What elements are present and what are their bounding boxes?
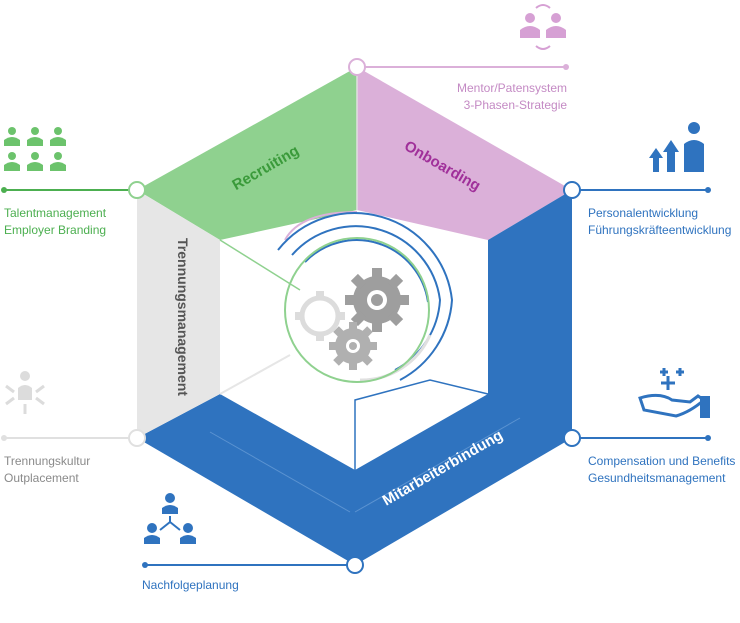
- arc-grey: [359, 334, 432, 382]
- mitarbeiterbindung-segment: [137, 190, 572, 565]
- mentor-line2: 3-Phasen-Strategie: [463, 98, 568, 112]
- succession-tree-icon: [144, 493, 196, 544]
- connector-dot-mentor: [563, 64, 569, 70]
- mentor-annotation: Mentor/Patensystem 3-Phasen-Strategie: [457, 80, 567, 114]
- trennungsmanagement-segment: [137, 190, 220, 438]
- inner-blue-line: [354, 379, 489, 470]
- connector-dot-compensation: [705, 435, 711, 441]
- vertex-bottom: [346, 556, 364, 574]
- personal-annotation: Personalentwicklung Führungskräfteentwic…: [588, 205, 731, 239]
- compensation-annotation: Compensation und Benefits Gesundheitsman…: [588, 453, 735, 487]
- person-arrows-icon: [5, 371, 45, 414]
- connector-dot-talent: [1, 187, 7, 193]
- hand-plus-icon: [638, 368, 710, 418]
- green-ring: [284, 237, 430, 383]
- connector-dot-nachfolge: [142, 562, 148, 568]
- gears-icon: [295, 268, 409, 370]
- trennung-line2: Outplacement: [4, 471, 79, 485]
- vertex-top: [348, 58, 366, 76]
- nachfolge-annotation: Nachfolgeplanung: [142, 577, 239, 594]
- vertex-top-left: [128, 181, 146, 199]
- talent-line1: Talentmanagement: [4, 206, 107, 220]
- talent-annotation: Talentmanagement Employer Branding: [4, 205, 106, 239]
- compensation-line1: Compensation und Benefits: [588, 454, 736, 468]
- inner-hex-line-grey: [219, 354, 291, 395]
- inner-stripe-blue-2: [354, 417, 521, 513]
- inner-hex-line-green: [219, 239, 301, 291]
- connector-dot-trennung: [1, 435, 7, 441]
- inner-stripe-blue: [209, 431, 351, 513]
- trennung-annotation: Trennungskultur Outplacement: [4, 453, 90, 487]
- compensation-line2: Gesundheitsmanagement: [588, 471, 726, 485]
- onboarding-segment: [357, 67, 572, 240]
- growth-arrows-person-icon: [649, 122, 704, 172]
- trennung-line1: Trennungskultur: [4, 454, 91, 468]
- arc-blue-1: [277, 212, 454, 381]
- nachfolge-line1: Nachfolgeplanung: [142, 578, 239, 592]
- recruiting-segment: [137, 67, 357, 240]
- mentor-line1: Mentor/Patensystem: [457, 81, 568, 95]
- vertex-bottom-right: [563, 429, 581, 447]
- arc-pink: [284, 211, 358, 241]
- vertex-bottom-left: [128, 429, 146, 447]
- arc-blue-3: [304, 239, 429, 303]
- vertex-top-right: [563, 181, 581, 199]
- trennungsmanagement-label: Trennungsmanagement: [175, 238, 191, 396]
- people-group-icon: [4, 127, 66, 171]
- talent-line2: Employer Branding: [4, 223, 107, 237]
- mentor-pair-icon: [520, 4, 566, 50]
- personal-line2: Führungskräfteentwicklung: [588, 223, 732, 237]
- connector-dot-personal: [705, 187, 711, 193]
- personal-line1: Personalentwicklung: [588, 206, 699, 220]
